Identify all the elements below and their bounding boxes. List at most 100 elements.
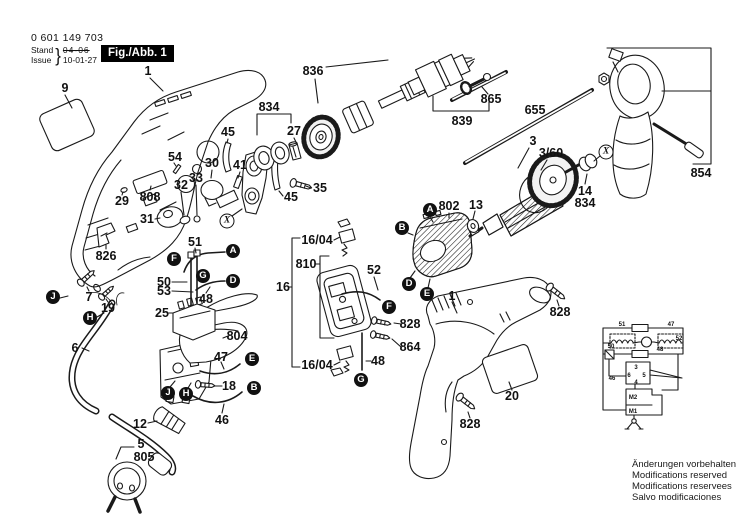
part-label-9: 9 (61, 80, 69, 95)
title-block: 0 601 149 703 Stand Issue } 04-06 10-01-… (31, 32, 103, 65)
part-label-1: 1 (448, 288, 456, 303)
seal-29-art (120, 187, 128, 193)
lever-826-art (96, 222, 116, 248)
washer-13-art (466, 219, 480, 233)
wire-52-art (341, 290, 381, 301)
part-label-41: 41 (233, 157, 247, 172)
screw-828-bottom-art (455, 392, 476, 410)
connector-letter-H: H (179, 387, 193, 401)
reference-point-X: X (219, 213, 235, 229)
part-label-33: 33 (189, 170, 203, 185)
connector-letter-G: G (196, 269, 210, 283)
part-label-854: 854 (690, 165, 712, 180)
stand-issue-labels: Stand Issue (31, 45, 54, 65)
wiring-schematic-inset (602, 323, 684, 430)
screw-828-mid-art (370, 316, 392, 326)
part-label-53: 53 (157, 283, 171, 298)
inset-label-52: 52 (675, 336, 683, 342)
wire-46-art (192, 391, 243, 404)
part-label-27: 27 (287, 123, 301, 138)
screw-864-art (369, 330, 391, 340)
part-label-805: 805 (133, 449, 155, 464)
part-label-16: 16 (276, 279, 290, 294)
part-label-16-04: 16/04 (301, 232, 333, 247)
part-label-45: 45 (284, 189, 298, 204)
connector-letter-H: H (83, 311, 97, 325)
wire-51-art (183, 251, 226, 273)
connector-letter-A: A (226, 244, 240, 258)
part-label-14: 14 (578, 183, 592, 198)
inset-label-50: 50 (607, 344, 615, 350)
nameplate-9-art (39, 98, 95, 152)
inset-label-6: 6 (627, 373, 631, 379)
part-label-1: 1 (144, 63, 152, 78)
part-label-54: 54 (168, 149, 182, 164)
part-label-46: 46 (215, 412, 229, 427)
part-label-3-60: 3/60 (538, 145, 564, 160)
part-label-804: 804 (226, 328, 248, 343)
inset-label-3: 3 (634, 365, 638, 371)
coupling-836-art (342, 100, 374, 134)
note-en: Modifications reserved (632, 470, 728, 481)
part-label-35: 35 (313, 180, 327, 195)
part-label-828: 828 (399, 316, 421, 331)
connector-letter-E: E (245, 352, 259, 366)
brace-glyph: } (55, 44, 61, 66)
part-label-48: 48 (371, 353, 385, 368)
part-label-29: 29 (115, 193, 129, 208)
inset-label-4: 4 (634, 380, 638, 386)
screw-19-art (97, 285, 114, 301)
inset-label-48: 48 (656, 347, 664, 353)
bearing-834-group-art (253, 141, 290, 171)
part-label-834: 834 (574, 195, 596, 210)
part-label-828: 828 (549, 304, 571, 319)
part-label-51: 51 (188, 234, 202, 249)
inset-label-47: 47 (667, 322, 675, 328)
housing-right-art (408, 276, 552, 480)
part-label-839: 839 (451, 113, 473, 128)
part-label-45: 45 (221, 124, 235, 139)
plate-808-art (132, 169, 168, 195)
leader-lines (59, 47, 712, 460)
power-cord-art (68, 292, 177, 476)
connector-letter-F: F (382, 300, 396, 314)
switch-25-art (172, 293, 258, 341)
pin-54-art (172, 163, 182, 175)
part-label-810: 810 (295, 256, 317, 271)
part-label-47: 47 (214, 349, 228, 364)
brush-top-art (337, 218, 356, 257)
revision-notes: Änderungen vorbehalten Modifications res… (632, 459, 736, 503)
part-label-25: 25 (155, 305, 169, 320)
note-es: Salvo modificaciones (632, 492, 722, 503)
connector-letter-F: F (167, 252, 181, 266)
inset-label-5: 5 (642, 373, 646, 379)
note-de: Änderungen vorbehalten (632, 459, 737, 470)
bearing-30-art (200, 179, 239, 209)
part-label-50: 50 (157, 274, 171, 289)
aux-handle-854-art (598, 48, 704, 199)
superseded-date: 04-06 (62, 45, 90, 55)
part-label-6: 6 (71, 340, 79, 355)
part-label-836: 836 (302, 63, 324, 78)
part-label-828: 828 (459, 416, 481, 431)
screw-18-art (194, 380, 216, 389)
wire-47-art (199, 363, 241, 375)
part-number: 0 601 149 703 (31, 32, 104, 44)
wire-48-upper-art (195, 280, 226, 291)
armature-art (468, 151, 584, 238)
part-label-3: 3 (529, 133, 537, 148)
connector-letter-J: J (161, 386, 175, 400)
inset-label-51: 51 (618, 322, 626, 328)
part-label-20: 20 (505, 388, 519, 403)
part-label-16-04: 16/04 (301, 357, 333, 372)
part-label-864: 864 (399, 339, 421, 354)
cord-grip-12-art (153, 406, 186, 435)
inset-label-M1: M1 (628, 409, 638, 415)
washer-31-art (156, 206, 184, 228)
connector-letter-G: G (354, 373, 368, 387)
part-label-48: 48 (199, 291, 213, 306)
washer-32-art (179, 215, 191, 225)
chuck-839-art (407, 53, 475, 98)
